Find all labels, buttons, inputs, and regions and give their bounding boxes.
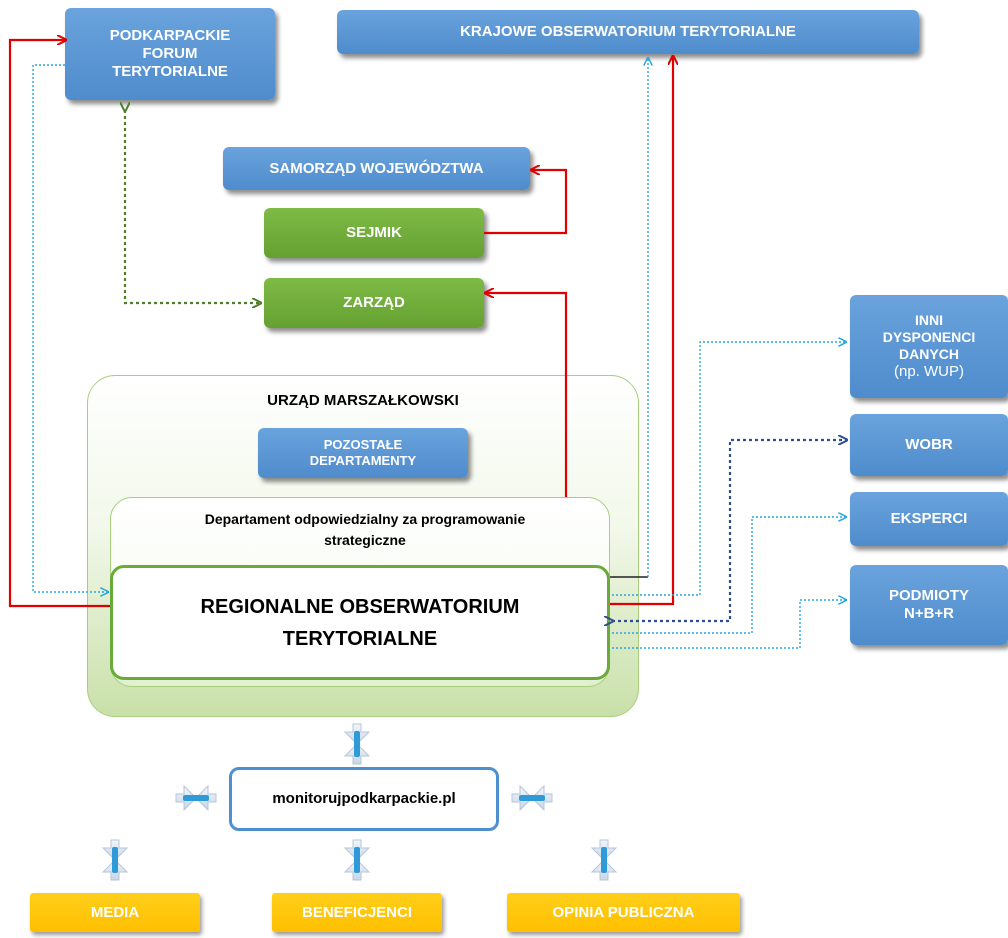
beneficjenci-label: BENEFICJENCI <box>301 903 413 921</box>
arrow-sejmik-to-samorzad <box>484 170 568 235</box>
sejmik-box: SEJMIK <box>264 208 484 258</box>
podmioty-label: PODMIOTY N+B+R <box>888 587 969 622</box>
krajowe-obserwatorium-label: KRAJOWE OBSERWATORIUM TERYTORIALNE <box>460 23 796 40</box>
wobr-box: WOBR <box>850 414 1008 476</box>
monitoruj-label: monitorujpodkarpackie.pl <box>272 790 456 807</box>
arrow-rot-wobr <box>612 440 846 621</box>
inni-dysponenci-label: INNI DYSPONENCI DANYCH <box>882 312 976 362</box>
beneficjenci-box: BENEFICJENCI <box>272 893 442 932</box>
samorzad-box: SAMORZĄD WOJEWÓDZTWA <box>223 147 530 190</box>
sejmik-label: SEJMIK <box>346 224 402 241</box>
arrow-rot-to-podmioty <box>612 600 846 649</box>
arrow-rot-to-forum <box>8 40 110 608</box>
double-arrow-opinia <box>591 839 617 881</box>
eksperci-label: EKSPERCI <box>890 510 968 527</box>
rot-box: REGIONALNE OBSERWATORIUM TERYTORIALNE <box>110 565 610 680</box>
departament-title: Departament odpowiedzialny za programowa… <box>204 511 526 548</box>
media-box: MEDIA <box>30 893 200 932</box>
inni-dysponenci-box: INNI DYSPONENCI DANYCH (np. WUP) <box>850 295 1008 398</box>
double-arrow-left <box>175 785 217 811</box>
monitoruj-box: monitorujpodkarpackie.pl <box>229 767 499 831</box>
zarzad-box: ZARZĄD <box>264 278 484 328</box>
samorzad-label: SAMORZĄD WOJEWÓDZTWA <box>269 159 484 177</box>
podkarpackie-forum-label: PODKARPACKIE FORUM TERYTORIALNE <box>109 27 231 80</box>
arrow-rot-to-krajowe <box>610 57 673 606</box>
podkarpackie-forum-box: PODKARPACKIE FORUM TERYTORIALNE <box>65 8 275 100</box>
pozostale-departamenty-box: POZOSTAŁE DEPARTAMENTY <box>258 428 468 478</box>
eksperci-box: EKSPERCI <box>850 492 1008 546</box>
arrow-forum-zarzad <box>125 110 260 303</box>
arrow-rot-to-eksperci <box>612 517 846 634</box>
pozostale-label: POZOSTAŁE DEPARTAMENTY <box>309 437 417 468</box>
double-arrow-beneficjenci <box>344 839 370 881</box>
zarzad-label: ZARZĄD <box>343 294 405 311</box>
urzad-title: URZĄD MARSZAŁKOWSKI <box>267 392 459 409</box>
arrow-departament-to-zarzad <box>486 293 568 497</box>
rot-label: REGIONALNE OBSERWATORIUM TERYTORIALNE <box>200 595 520 650</box>
wobr-label: WOBR <box>905 436 953 453</box>
podmioty-box: PODMIOTY N+B+R <box>850 565 1008 645</box>
double-arrow-rot-monitoruj <box>344 723 370 765</box>
opinia-publiczna-box: OPINIA PUBLICZNA <box>507 893 740 932</box>
inni-dysponenci-sub: (np. WUP) <box>893 362 964 380</box>
media-label: MEDIA <box>90 903 140 921</box>
double-arrow-media <box>102 839 128 881</box>
krajowe-obserwatorium-box: KRAJOWE OBSERWATORIUM TERYTORIALNE <box>337 10 919 54</box>
double-arrow-right <box>511 785 553 811</box>
arrow-forum-to-rot <box>32 64 108 592</box>
opinia-publiczna-label: OPINIA PUBLICZNA <box>552 903 695 921</box>
